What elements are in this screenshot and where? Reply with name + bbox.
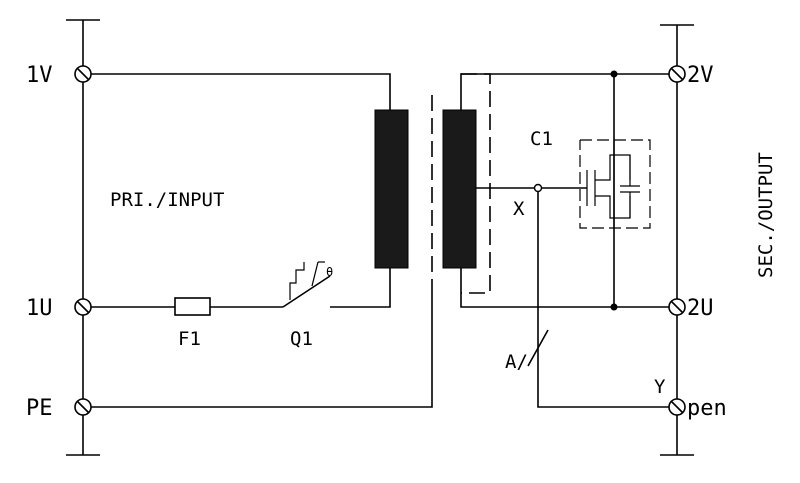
junction-top-dot — [610, 70, 618, 78]
fuse-f1-symbol — [174, 297, 211, 316]
terminal-pe-label: PE — [26, 396, 53, 421]
secondary-label: SEC./OUTPUT — [755, 152, 777, 278]
wire-secondary-bottom — [460, 268, 669, 308]
breaker-q1-symbol — [282, 261, 331, 308]
terminal-1u-symbol — [74, 298, 92, 316]
terminal-pe-symbol — [74, 398, 92, 416]
junction-bottom-dot — [610, 303, 618, 311]
terminal-pen-symbol — [668, 398, 686, 416]
primary-label: PRI./INPUT — [110, 189, 224, 211]
wire-breaker-to-primary — [330, 268, 391, 308]
link-a-slash — [527, 329, 549, 367]
wire-1v-to-primary — [91, 73, 391, 110]
wire-secondary-top — [460, 73, 669, 110]
terminal-2v-symbol — [668, 65, 686, 83]
node-x-dot — [533, 183, 543, 193]
terminal-1v-symbol — [74, 65, 92, 83]
primary-winding — [374, 109, 409, 269]
terminal-1v-label: 1V — [26, 63, 53, 88]
terminal-pen-label: pen — [687, 396, 727, 421]
breaker-q1-label: Q1 — [290, 328, 313, 350]
terminal-1u-label: 1U — [26, 296, 53, 321]
wire-pe-to-shield — [91, 290, 433, 408]
wire-node-x-to-pen — [537, 191, 669, 408]
breaker-thermal-symbol: θ — [326, 265, 333, 279]
terminal-2u-symbol — [668, 298, 686, 316]
terminal-2u-label: 2U — [687, 296, 714, 321]
terminal-2v-label: 2V — [687, 63, 714, 88]
capacitor-c1-symbol — [541, 139, 651, 229]
fuse-f1-label: F1 — [178, 328, 201, 350]
link-a-label: A/ — [505, 351, 528, 373]
secondary-winding — [442, 109, 477, 269]
capacitor-c1-label: C1 — [530, 128, 553, 150]
node-x-label: X — [513, 198, 525, 220]
node-y-label: Y — [654, 376, 666, 398]
